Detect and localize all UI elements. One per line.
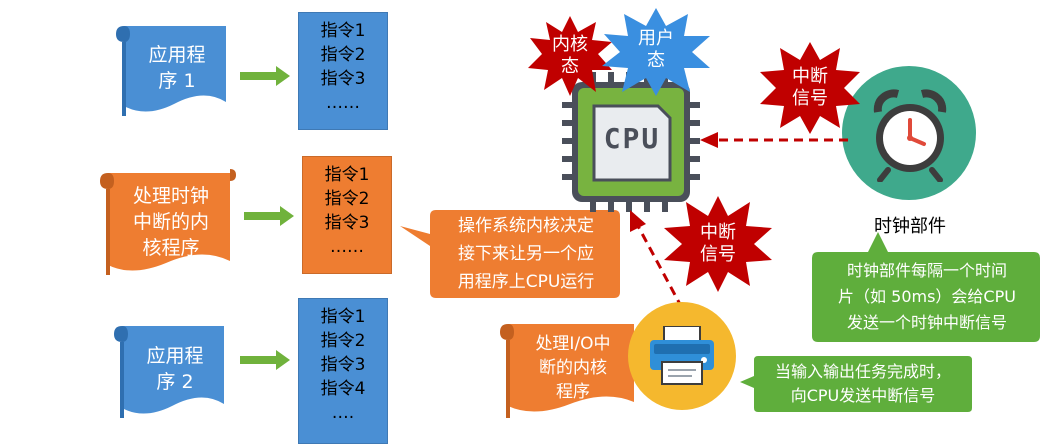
- instruction-line: 指令3: [320, 69, 366, 89]
- user-mode-burst: 用户 态: [598, 6, 714, 98]
- clock-interrupt-burst: 中断 信号: [758, 40, 862, 136]
- clock-caption: 时钟部件: [874, 216, 946, 237]
- instruction-line: ……: [326, 93, 360, 113]
- io-info-callout: 当输入输出任务完成时， 向CPU发送中断信号: [740, 354, 974, 414]
- arrow-right-icon: [244, 206, 294, 230]
- app1-label: 应用程 序 1: [148, 44, 206, 92]
- io-handler-label: 处理I/O中 断的内核 程序: [535, 334, 611, 402]
- instruction-line: 指令4: [320, 379, 366, 399]
- instruction-block-3: 指令1 指令2 指令3 指令4 ….: [298, 298, 388, 444]
- instruction-line: 指令2: [320, 331, 366, 351]
- printer-icon: [648, 325, 716, 390]
- io-interrupt-label: 中断 信号: [700, 222, 736, 265]
- io-handler-scroll: 处理I/O中 断的内核 程序: [498, 318, 640, 422]
- clock-info-callout: 时钟部件每隔一个时间 片（如 50ms）会给CPU 发送一个时钟中断信号: [808, 232, 1044, 344]
- arrow-right-icon: [240, 66, 290, 90]
- cpu-chip-icon: CPU: [562, 72, 700, 212]
- instruction-line: 指令2: [324, 189, 370, 209]
- instruction-line: ….: [331, 403, 355, 423]
- io-info-text: 当输入输出任务完成时， 向CPU发送中断信号: [774, 362, 951, 405]
- arrow-right-icon: [240, 350, 290, 374]
- instruction-line: ……: [330, 237, 364, 257]
- instruction-line: 指令1: [320, 21, 366, 41]
- kernel-mode-burst: 内核 态: [526, 14, 614, 98]
- instruction-line: 指令3: [324, 213, 370, 233]
- instruction-line: 指令1: [324, 165, 370, 185]
- user-mode-label: 用户 态: [638, 28, 674, 71]
- instruction-block-2: 指令1 指令2 指令3 ……: [302, 156, 392, 274]
- io-to-cpu-arrow: [626, 210, 686, 314]
- app1-scroll: 应用程 序 1: [114, 18, 232, 122]
- app2-label: 应用程 序 2: [146, 345, 204, 393]
- instruction-line: 指令1: [320, 307, 366, 327]
- instruction-line: 指令3: [320, 355, 366, 375]
- alarm-clock-icon: [868, 86, 952, 186]
- app2-scroll: 应用程 序 2: [112, 318, 230, 424]
- clock-to-cpu-arrow: [700, 130, 850, 154]
- instruction-block-1: 指令1 指令2 指令3 ……: [298, 12, 388, 130]
- io-interrupt-burst: 中断 信号: [662, 194, 774, 294]
- clock-handler-label: 处理时钟 中断的内 核程序: [132, 185, 209, 259]
- instruction-line: 指令2: [320, 45, 366, 65]
- kernel-mode-label: 内核 态: [552, 34, 588, 77]
- clock-handler-scroll: 处理时钟 中断的内 核程序: [98, 165, 236, 283]
- clock-info-text: 时钟部件每隔一个时间 片（如 50ms）会给CPU 发送一个时钟中断信号: [838, 261, 1016, 332]
- clock-interrupt-label: 中断 信号: [792, 66, 828, 109]
- cpu-chip-label: CPU: [603, 122, 661, 155]
- os-decision-callout: 操作系统内核决定 接下来让另一个应 用程序上CPU运行: [400, 208, 622, 300]
- os-decision-text: 操作系统内核决定 接下来让另一个应 用程序上CPU运行: [457, 216, 595, 292]
